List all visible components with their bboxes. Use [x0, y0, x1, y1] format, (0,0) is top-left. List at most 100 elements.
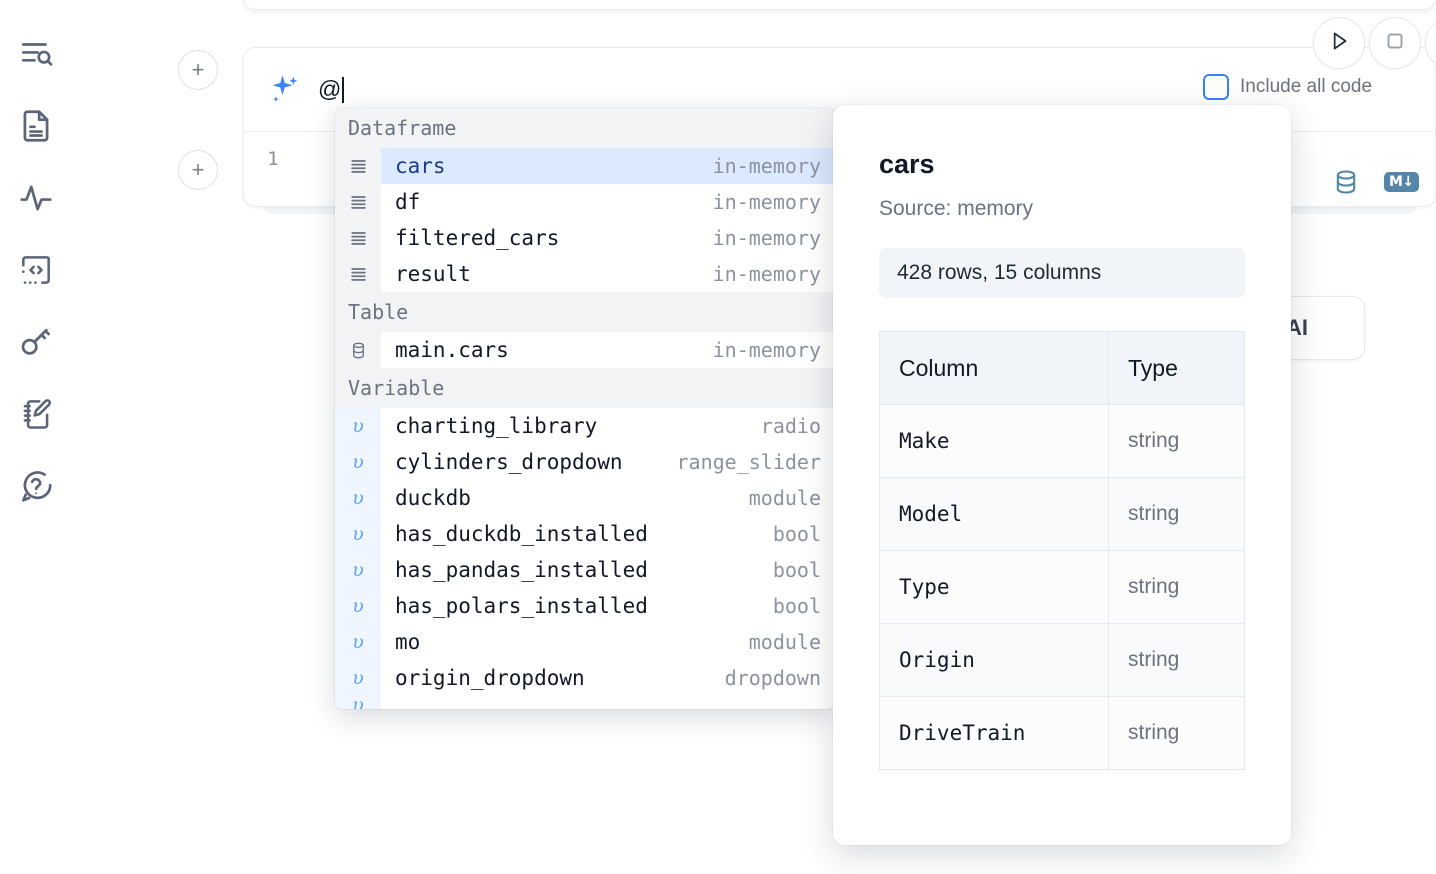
variable-icon: υ	[335, 660, 381, 696]
stop-cell-button[interactable]	[1369, 17, 1421, 69]
variable-icon: υ	[335, 696, 381, 709]
autocomplete-item-type: range_slider	[676, 450, 822, 474]
cell-column-name: Make	[879, 404, 1109, 478]
autocomplete-item-type: bool	[772, 594, 821, 618]
autocomplete-item-name: duckdb	[395, 486, 471, 510]
run-cell-button[interactable]	[1313, 17, 1365, 69]
include-all-code-checkbox[interactable]	[1203, 74, 1229, 100]
variable-icon: υ	[335, 444, 381, 480]
autocomplete-item-name: has_polars_installed	[395, 594, 648, 618]
help-chat-icon	[17, 467, 55, 505]
autocomplete-item-type: in-memory	[712, 226, 821, 250]
cell-column-type: string	[1108, 623, 1245, 697]
autocomplete-item-name: has_pandas_installed	[395, 558, 648, 582]
autocomplete-group-header: Dataframe	[335, 108, 835, 148]
markdown-badge: M↓	[1384, 172, 1419, 192]
variable-icon: υ	[335, 624, 381, 660]
autocomplete-item-type: in-memory	[712, 262, 821, 286]
markdown-icon[interactable]: M↓	[1384, 172, 1419, 192]
outline-search-icon	[17, 35, 55, 73]
autocomplete-item-name: filtered_cars	[395, 226, 560, 250]
variable-icon: υ	[335, 588, 381, 624]
autocomplete-item-name: df	[395, 190, 421, 214]
cell-type-icons: M↓	[1332, 168, 1419, 196]
activity-icon	[17, 179, 55, 217]
document-icon	[17, 107, 55, 145]
notebook-edit-icon	[17, 395, 55, 433]
autocomplete-item-name: cylinders_dropdown	[395, 450, 623, 474]
autocomplete-item[interactable]: main.cars in-memory	[335, 332, 835, 368]
autocomplete-item-type: in-memory	[712, 338, 821, 362]
include-all-code-row[interactable]: Include all code	[1203, 74, 1372, 100]
plus-icon: +	[191, 57, 205, 82]
cell-column-name: Origin	[879, 623, 1109, 697]
sidebar-item-notebook[interactable]	[8, 90, 64, 162]
autocomplete-item-type: radio	[760, 414, 821, 438]
ai-prompt-value: @	[318, 76, 342, 102]
variable-icon: υ	[335, 552, 381, 588]
cell-column-type: string	[1108, 550, 1245, 624]
preview-fade-overlay	[833, 787, 1291, 845]
cell-column-type: string	[1108, 696, 1245, 770]
autocomplete-item[interactable]: υ cylinders_dropdown range_slider	[335, 444, 835, 480]
autocomplete-item-partial[interactable]: υ	[335, 696, 835, 709]
cell-column-name: Type	[879, 550, 1109, 624]
header-type: Type	[1108, 331, 1245, 405]
sidebar-item-snippets[interactable]	[8, 234, 64, 306]
autocomplete-item[interactable]: filtered_cars in-memory	[335, 220, 835, 256]
stop-icon	[1382, 28, 1408, 59]
ai-prompt-input[interactable]: @	[318, 48, 1417, 131]
key-icon	[17, 323, 55, 361]
autocomplete-item-name: has_duckdb_installed	[395, 522, 648, 546]
add-cell-above-button[interactable]: +	[178, 50, 218, 90]
dataframe-icon	[335, 184, 381, 220]
autocomplete-item-type: bool	[772, 558, 821, 582]
autocomplete-item-name: cars	[395, 154, 446, 178]
cell-column-name: DriveTrain	[879, 696, 1109, 770]
sidebar-item-activity[interactable]	[8, 162, 64, 234]
autocomplete-item-name: mo	[395, 630, 421, 654]
sidebar-item-scratchpad[interactable]	[8, 378, 64, 450]
sidebar-item-help[interactable]	[8, 450, 64, 522]
autocomplete-item-type: module	[748, 630, 821, 654]
cell-column-name: Model	[879, 477, 1109, 551]
cell-column-type: string	[1108, 404, 1245, 478]
sidebar-item-secrets[interactable]	[8, 306, 64, 378]
sparkle-ai-icon	[266, 72, 302, 108]
dataframe-icon	[335, 220, 381, 256]
dataframe-preview-panel: cars Source: memory 428 rows, 15 columns…	[833, 105, 1291, 845]
line-number: 1	[267, 148, 279, 170]
table-icon	[335, 332, 381, 368]
autocomplete-item-name: origin_dropdown	[395, 666, 585, 690]
autocomplete-item[interactable]: υ has_polars_installed bool	[335, 588, 835, 624]
header-column: Column	[879, 331, 1109, 405]
autocomplete-item-name: main.cars	[395, 338, 509, 362]
database-icon[interactable]	[1332, 168, 1360, 196]
variable-icon: υ	[335, 516, 381, 552]
autocomplete-group-header: Table	[335, 292, 835, 332]
table-header-row: Column Type	[879, 331, 1245, 405]
sidebar-item-outline[interactable]	[8, 18, 64, 90]
preview-title: cars	[879, 149, 935, 179]
variable-icon: υ	[335, 480, 381, 516]
autocomplete-item-type: module	[748, 486, 821, 510]
add-cell-below-button[interactable]: +	[178, 150, 218, 190]
autocomplete-item-name: charting_library	[395, 414, 598, 438]
autocomplete-item[interactable]: υ has_pandas_installed bool	[335, 552, 835, 588]
